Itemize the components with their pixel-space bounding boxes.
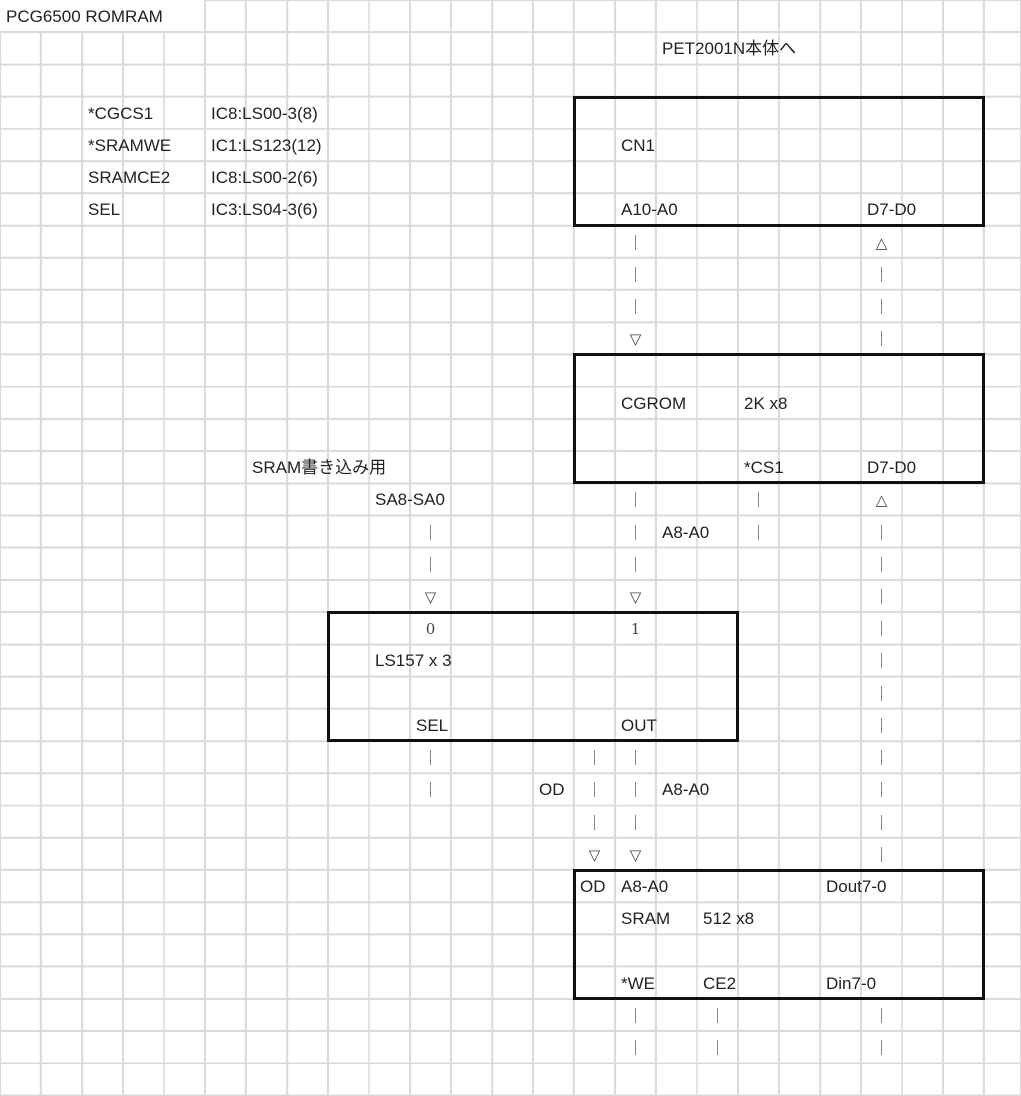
mux-addr-label: A8-A0 [662, 522, 710, 542]
cn1-data: D7-D0 [867, 200, 917, 220]
wire-pipe: ｜ [750, 491, 766, 510]
sram-din: Din7-0 [826, 973, 877, 993]
arrow-down-icon: ▽ [629, 330, 642, 349]
wire-pipe: ｜ [873, 716, 889, 735]
arrow-up-icon: △ [875, 491, 888, 510]
arrow-down-icon: ▽ [629, 587, 642, 606]
arrow-up-icon: △ [875, 233, 888, 252]
wire-pipe: ｜ [422, 555, 438, 574]
sram-box [573, 868, 985, 1000]
wire-pipe: ｜ [627, 749, 643, 768]
wire-pipe: ｜ [586, 749, 602, 768]
signal-name: *CGCS1 [88, 103, 154, 123]
ls157-box [327, 611, 739, 743]
sram-dout: Dout7-0 [826, 876, 887, 896]
cn1-addr: A10-A0 [621, 200, 678, 220]
wire-pipe: ｜ [627, 523, 643, 542]
destination-label: PET2001N本体へ [662, 39, 797, 59]
addr-label: A8-A0 [662, 780, 710, 800]
wire-pipe: ｜ [873, 330, 889, 349]
mux-in0: 0 [425, 620, 436, 639]
wire-pipe: ｜ [873, 813, 889, 832]
wire-pipe: ｜ [627, 781, 643, 800]
sram-addr: A8-A0 [621, 876, 669, 896]
mux-out: OUT [621, 715, 657, 735]
cgrom-box [573, 353, 985, 485]
wire-pipe: ｜ [627, 1006, 643, 1025]
wire-pipe: ｜ [873, 781, 889, 800]
wire-pipe: ｜ [422, 523, 438, 542]
wire-pipe: ｜ [586, 781, 602, 800]
od-label: OD [539, 780, 565, 800]
wire-pipe: ｜ [422, 749, 438, 768]
mux-in1: 1 [630, 620, 641, 639]
sram-we: *WE [621, 973, 655, 993]
sram-ce2: CE2 [703, 973, 737, 993]
wire-pipe: ｜ [627, 297, 643, 316]
wire-pipe: ｜ [873, 523, 889, 542]
wire-pipe: ｜ [627, 491, 643, 510]
cn1-name: CN1 [621, 135, 656, 155]
cgrom-cs: *CS1 [744, 458, 784, 478]
wire-pipe: ｜ [750, 523, 766, 542]
wire-pipe: ｜ [627, 265, 643, 284]
wire-pipe: ｜ [422, 781, 438, 800]
wire-pipe: ｜ [627, 1039, 643, 1058]
mux-name: LS157 x 3 [375, 651, 452, 671]
signal-source: IC3:LS04-3(6) [211, 200, 318, 220]
signal-name: *SRAMWE [88, 135, 172, 155]
mux-input-label: SA8-SA0 [375, 490, 445, 510]
sram-name: SRAM [621, 909, 671, 929]
wire-pipe: ｜ [873, 684, 889, 703]
cgrom-name: CGROM [621, 393, 687, 413]
cgrom-data: D7-D0 [867, 458, 917, 478]
signal-source: IC1:LS123(12) [211, 135, 322, 155]
arrow-down-icon: ▽ [588, 845, 601, 864]
sram-write-label: SRAM書き込み用 [252, 458, 387, 478]
wire-pipe: ｜ [709, 1006, 725, 1025]
wire-pipe: ｜ [586, 813, 602, 832]
wire-pipe: ｜ [627, 813, 643, 832]
title-cell[interactable] [0, 0, 204, 31]
wire-pipe: ｜ [627, 233, 643, 252]
wire-pipe: ｜ [873, 620, 889, 639]
cn1-box [573, 95, 985, 227]
wire-pipe: ｜ [873, 587, 889, 606]
wire-pipe: ｜ [873, 845, 889, 864]
wire-pipe: ｜ [873, 297, 889, 316]
mux-sel: SEL [416, 715, 449, 735]
wire-pipe: ｜ [873, 555, 889, 574]
signal-name: SEL [88, 200, 121, 220]
wire-pipe: ｜ [709, 1039, 725, 1058]
sram-od: OD [580, 876, 606, 896]
arrow-down-icon: ▽ [424, 587, 437, 606]
wire-pipe: ｜ [873, 265, 889, 284]
sram-size: 512 x8 [703, 909, 755, 929]
wire-pipe: ｜ [873, 749, 889, 768]
wire-pipe: ｜ [873, 1039, 889, 1058]
wire-pipe: ｜ [873, 652, 889, 671]
wire-pipe: ｜ [873, 1006, 889, 1025]
signal-source: IC8:LS00-2(6) [211, 168, 318, 188]
signal-name: SRAMCE2 [88, 168, 171, 188]
cgrom-size: 2K x8 [744, 393, 788, 413]
signal-source: IC8:LS00-3(8) [211, 103, 318, 123]
arrow-down-icon: ▽ [629, 845, 642, 864]
sheet-title: PCG6500 ROMRAM [6, 7, 163, 26]
wire-pipe: ｜ [627, 555, 643, 574]
